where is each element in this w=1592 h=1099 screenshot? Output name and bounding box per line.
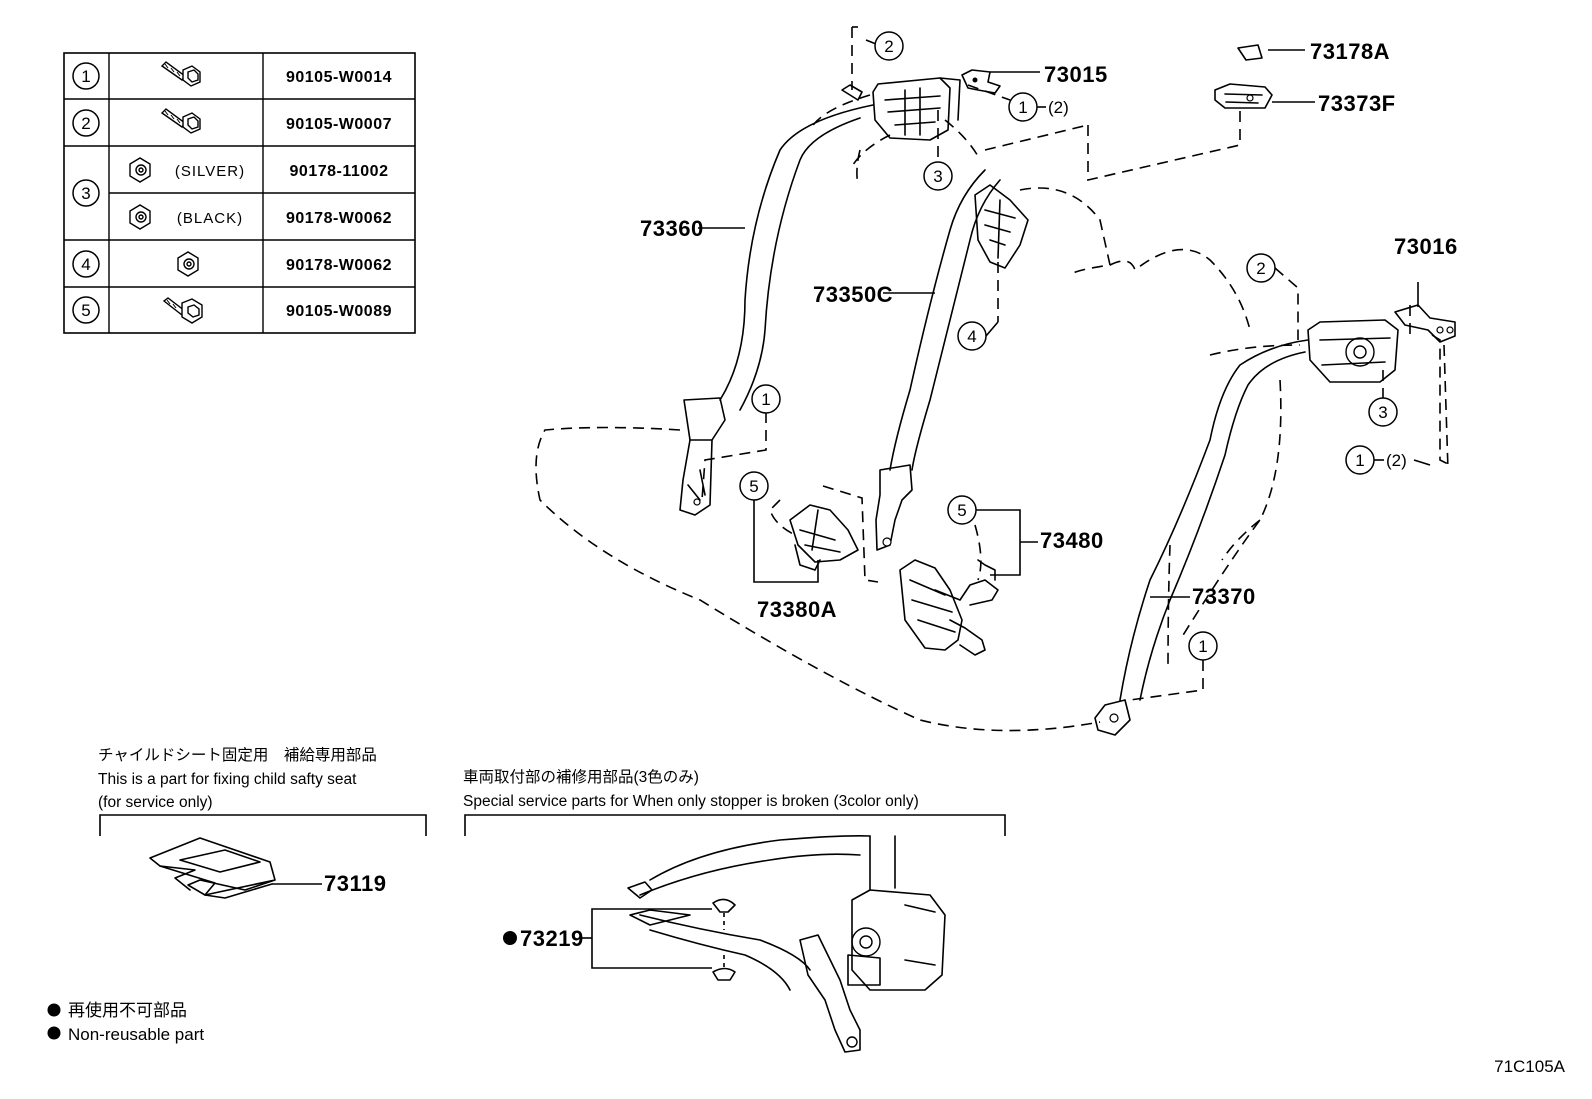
svg-text:5: 5 [957, 501, 966, 520]
callout-3: 3 [923, 161, 953, 191]
part-label-73373f: 73373F [1318, 91, 1396, 116]
callout-5: 5 [739, 471, 769, 501]
non-reusable-dot-icon [503, 931, 517, 945]
buckle-73480 [899, 559, 999, 656]
stopper-detail-drawing [627, 835, 946, 1053]
callout-2: 2 [1246, 253, 1276, 283]
svg-text:2: 2 [1256, 259, 1265, 278]
svg-text:(2): (2) [1048, 98, 1069, 117]
legend-en: Non-reusable part [68, 1025, 204, 1044]
table-row: 4 90178-W0062 [72, 250, 392, 278]
part-label-73016: 73016 [1394, 234, 1458, 259]
callout-1: 1 [1188, 631, 1218, 661]
belt-73370 [1094, 319, 1399, 736]
row-ref: 2 [81, 114, 90, 133]
leader-lines [698, 26, 1451, 701]
part-label-73360: 73360 [640, 216, 704, 241]
part-label-73380a: 73380A [757, 597, 837, 622]
svg-text:2: 2 [884, 37, 893, 56]
part-labels: 73360 73350C 73015 73178A 73373F 73016 7… [640, 39, 1458, 622]
nut-icon [129, 157, 151, 183]
bolt-icon [160, 61, 201, 87]
buckle-73380a [789, 504, 859, 571]
svg-text:1: 1 [1355, 451, 1364, 470]
row-ref: 4 [81, 255, 90, 274]
belt-73360 [679, 77, 961, 516]
belt-73350c [875, 169, 1029, 551]
row-part-number: 90105-W0014 [286, 69, 392, 86]
part-label-73350c: 73350C [813, 282, 893, 307]
note-jp: チャイルドシート固定用 補給専用部品 [98, 746, 377, 764]
bracket-73015 [961, 69, 1001, 94]
child-seat-note: チャイルドシート固定用 補給専用部品 This is a part for fi… [98, 746, 427, 899]
callout-1-2: 1 (2) [1345, 445, 1431, 475]
part-label-73219: 73219 [520, 926, 584, 951]
callout-circle-icon [72, 62, 100, 90]
row-ref: 1 [81, 67, 90, 86]
svg-text:1: 1 [1018, 98, 1027, 117]
table-row: (BLACK) 90178-W0062 [129, 204, 392, 230]
note-jp: 車両取付部の補修用部品(3色のみ) [463, 768, 699, 786]
row-ref: 3 [81, 184, 90, 203]
svg-text:1: 1 [761, 390, 770, 409]
fastener-table: 1 90105-W0014 2 90105-W0007 3 [63, 52, 416, 334]
note-en-2: (for service only) [98, 794, 213, 811]
bolt-icon [162, 297, 203, 324]
cover-73373f [1214, 83, 1273, 109]
table-row: 5 90105-W0089 [72, 296, 392, 324]
row-color: (BLACK) [177, 210, 243, 227]
note-en: Special service parts for When only stop… [463, 793, 919, 810]
table-row: (SILVER) 90178-11002 [129, 157, 389, 183]
svg-text:(2): (2) [1386, 451, 1407, 470]
bolt-icon [160, 108, 201, 134]
part-label-73370: 73370 [1192, 584, 1256, 609]
part-label-73015: 73015 [1044, 62, 1108, 87]
stopper-note: 車両取付部の補修用部品(3色のみ) Special service parts … [463, 768, 1006, 1053]
note-en: This is a part for fixing child safty se… [98, 771, 357, 788]
bracket-73016 [1394, 304, 1456, 343]
part-label-73480: 73480 [1040, 528, 1104, 553]
legend-jp: 再使用不可部品 [68, 1000, 187, 1020]
nut-icon [177, 251, 199, 277]
row-part-number: 90105-W0089 [286, 303, 392, 320]
svg-text:4: 4 [967, 327, 976, 346]
anchor-plate-73119 [149, 837, 276, 899]
callout-1-2: 1 (2) [1008, 92, 1069, 122]
svg-text:3: 3 [1378, 403, 1387, 422]
row-part-number: 90178-W0062 [286, 210, 392, 227]
callout-circle-icon [72, 109, 100, 137]
table-row: 1 90105-W0014 [72, 61, 392, 90]
table-row: 2 90105-W0007 [72, 108, 392, 137]
row-part-number: 90178-W0062 [286, 257, 392, 274]
svg-text:5: 5 [749, 477, 758, 496]
callout-5: 5 [947, 495, 977, 525]
row-part-number: 90178-11002 [290, 163, 389, 180]
non-reusable-dot-icon [47, 1026, 61, 1040]
non-reusable-dot-icon [47, 1003, 61, 1017]
callout-3: 3 [1368, 397, 1398, 427]
callout-2: 2 [874, 31, 904, 61]
part-label-73178a: 73178A [1310, 39, 1390, 64]
callout-circle-icon [72, 296, 100, 324]
row-ref: 5 [81, 301, 90, 320]
svg-text:3: 3 [933, 167, 942, 186]
row-color: (SILVER) [175, 163, 245, 180]
svg-text:1: 1 [1198, 637, 1207, 656]
row-part-number: 90105-W0007 [286, 116, 392, 133]
part-label-73119: 73119 [324, 871, 386, 896]
nut-icon [129, 204, 151, 230]
legend: 再使用不可部品 Non-reusable part [47, 1000, 204, 1044]
callout-1: 1 [751, 384, 781, 414]
callout-circle-icon [72, 179, 100, 207]
callouts: 2 1 (2) 3 4 1 5 5 2 [739, 31, 1431, 661]
diagram-code: 71C105A [1494, 1057, 1566, 1076]
callout-circle-icon [72, 250, 100, 278]
cover-73178a [1237, 44, 1263, 61]
callout-4: 4 [957, 321, 999, 351]
